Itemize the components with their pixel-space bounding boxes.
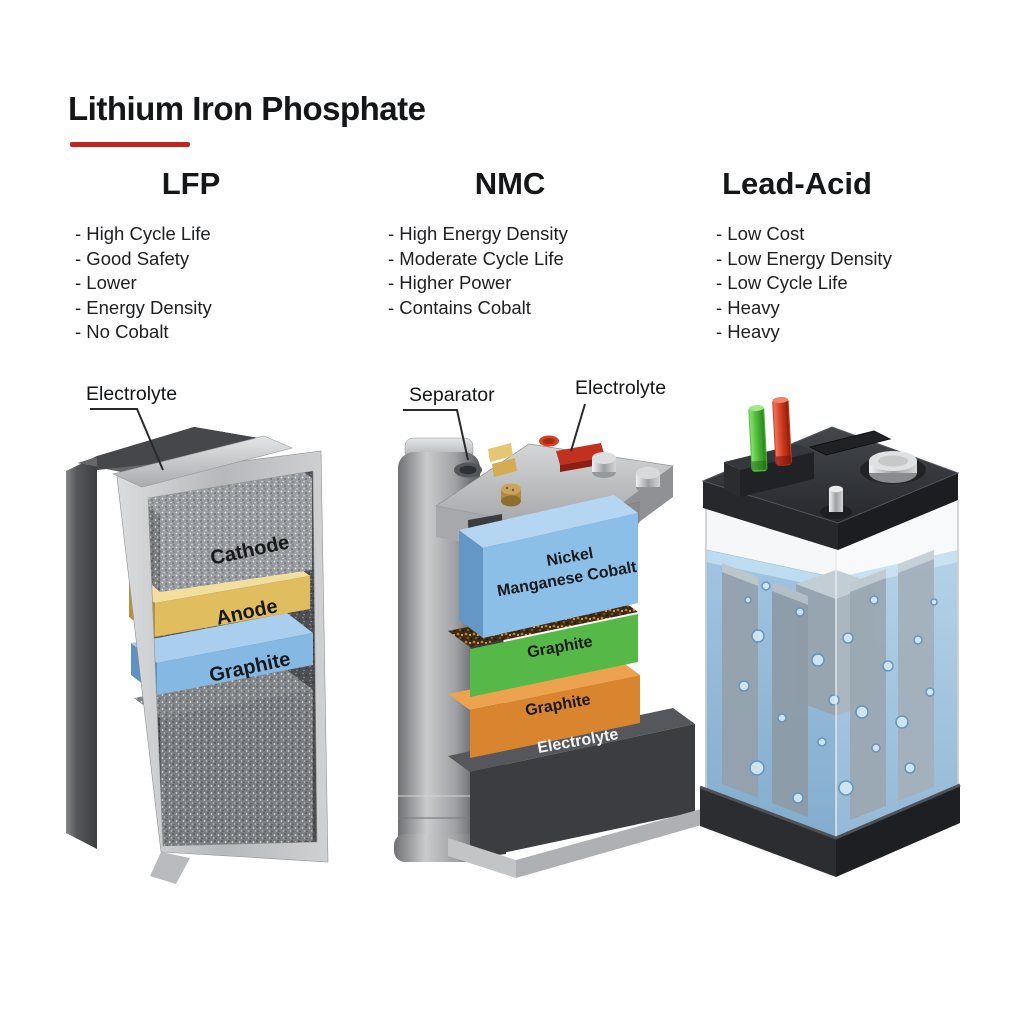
nmc-electrolyte-callout: Electrolyte bbox=[575, 377, 667, 399]
lfp-frame bbox=[116, 450, 329, 884]
bullet-point: - Heavy bbox=[716, 321, 780, 343]
feature-list-nmc: - High Energy Density - Moderate Cycle L… bbox=[388, 222, 568, 320]
bullet-point: - Low Energy Density bbox=[716, 247, 892, 269]
bullet-point: - Higher Power bbox=[388, 272, 512, 294]
lead-acid-terminal-block bbox=[724, 444, 814, 497]
lfp-bottom-block bbox=[134, 670, 313, 848]
nmc-silver-post bbox=[592, 452, 616, 478]
bullet-point: - Lower bbox=[75, 272, 137, 294]
lead-acid-battery bbox=[699, 397, 961, 877]
nmc-gold-tab bbox=[488, 443, 513, 462]
lead-acid-center-post bbox=[820, 485, 852, 519]
lfp-electrolyte-leader-line bbox=[90, 408, 164, 471]
lfp-outer-case bbox=[66, 427, 264, 849]
nmc-base-plate bbox=[448, 808, 705, 878]
feature-list-lead-acid: - Low Cost - Low Energy Density - Low Cy… bbox=[716, 222, 892, 345]
nmc-cathode-layer bbox=[459, 495, 638, 638]
nmc-separator-callout: Separator bbox=[409, 384, 495, 406]
bullet-point: - Heavy bbox=[716, 296, 780, 318]
bullet-point: - Low Cycle Life bbox=[716, 272, 848, 294]
nmc-graphite-orange-layer bbox=[448, 659, 640, 758]
bullet-point: - Low Cost bbox=[716, 223, 805, 244]
lfp-battery bbox=[66, 408, 329, 884]
bullet-point: - Moderate Cycle Life bbox=[388, 247, 564, 269]
column-header-lead-acid: Lead-Acid bbox=[722, 166, 872, 201]
positive-terminal-rod bbox=[772, 397, 792, 466]
nmc-terminals bbox=[454, 435, 660, 507]
lead-acid-lid-recess bbox=[808, 430, 892, 456]
lfp-electrolyte-callout: Electrolyte bbox=[86, 383, 178, 405]
feature-list-lfp: - High Cycle Life - Good Safety - Lower … bbox=[75, 222, 212, 345]
bullet-point: - Energy Density bbox=[75, 296, 212, 318]
nmc-red-separator-slab bbox=[556, 443, 605, 465]
title-underline bbox=[70, 142, 190, 147]
nmc-gold-tab bbox=[492, 458, 517, 477]
nmc-silver-post bbox=[636, 467, 660, 493]
nmc-electrolyte-leader-line bbox=[570, 403, 586, 452]
bullet-point: - No Cobalt bbox=[75, 321, 169, 343]
bullet-point: - High Cycle Life bbox=[75, 223, 211, 244]
bullet-point: - High Energy Density bbox=[388, 223, 568, 244]
page-title: Lithium Iron Phosphate bbox=[68, 90, 426, 127]
lead-acid-lid bbox=[701, 426, 960, 550]
lead-acid-bubbles bbox=[738, 581, 938, 804]
nmc-separator-leader-line bbox=[403, 409, 469, 461]
lead-acid-round-cap bbox=[860, 451, 926, 484]
negative-terminal-rod bbox=[748, 405, 768, 472]
column-header-lfp: LFP bbox=[161, 166, 221, 201]
lead-acid-base bbox=[699, 783, 961, 877]
bullet-point: - Good Safety bbox=[75, 247, 190, 269]
lfp-lid-band bbox=[112, 435, 293, 488]
column-header-nmc: NMC bbox=[474, 166, 546, 201]
lead-acid-plates bbox=[722, 550, 934, 820]
bullet-point: - Contains Cobalt bbox=[388, 296, 531, 318]
nmc-battery bbox=[394, 403, 705, 878]
